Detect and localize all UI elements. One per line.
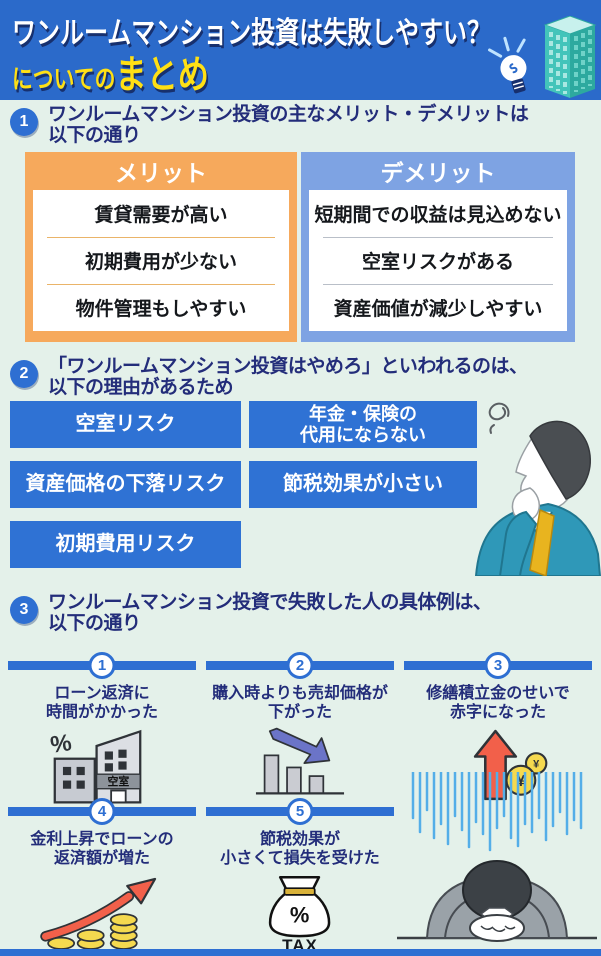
demerit-list: 短期間での収益は見込めない 空室リスクがある 資産価値が減少しやすい <box>309 190 567 331</box>
case-column-3: 3 修繕積立金のせいで 赤字になった ¥ ¥ <box>404 652 592 804</box>
demerit-item: 短期間での収益は見込めない <box>314 205 562 226</box>
case-4-caption-line2: 返済額が増た <box>53 850 150 867</box>
section-2-heading: 2 「ワンルームマンション投資はやめろ」といわれるのは、 以下の理由があるため <box>8 356 593 398</box>
case-2-caption-line2: 下がった <box>267 704 332 721</box>
case-1-caption-line1: ローン返済に <box>54 685 150 702</box>
case-2-caption-line1: 購入時よりも売却価格が <box>212 685 388 702</box>
yen-coin-small-label: ¥ <box>533 759 540 771</box>
bowing-man-illustration <box>397 860 597 942</box>
reason-box-asset-price-drop: 資産価格の下落リスク <box>10 461 241 508</box>
merit-panel: メリット 賃貸需要が高い 初期費用が少ない 物件管理もしやすい <box>25 152 297 342</box>
case-1-caption-line2: 時間がかかった <box>45 704 158 721</box>
case-3-caption-line2: 赤字になった <box>449 704 546 721</box>
merit-list: 賃貸需要が高い 初期費用が少ない 物件管理もしやすい <box>33 190 289 331</box>
gloom-lines-illustration <box>411 772 583 852</box>
section-3-heading-line1: ワンルームマンション投資で失敗した人の具体例は、 <box>48 592 492 613</box>
section-1-heading-line2: 以下の通り <box>48 125 141 146</box>
lightbulb-icon <box>488 36 527 94</box>
section-2-heading-line1: 「ワンルームマンション投資はやめろ」といわれるのは、 <box>48 356 528 377</box>
section-1-heading: 1 ワンルームマンション投資の主なメリット・デメリットは 以下の通り <box>8 104 593 146</box>
vacancy-sign-label: 空室 <box>107 774 129 788</box>
bottom-accent-bar <box>0 949 601 956</box>
demerit-item: 空室リスクがある <box>309 237 567 284</box>
case-column-2: 2 購入時よりも売却価格が 下がった <box>206 652 394 802</box>
reason-box-vacancy-risk: 空室リスク <box>10 401 241 448</box>
rising-cost-icon: ¥ ¥ <box>473 729 548 801</box>
page-title-line2-prefix: についての <box>12 64 116 94</box>
case-5-caption-line1: 節税効果が <box>259 831 340 848</box>
case-number-badge: 2 <box>286 652 314 679</box>
page-title-line1: ワンルームマンション投資は失敗しやすい？ <box>12 17 492 50</box>
section-1-number-badge: 1 <box>10 108 38 136</box>
thinking-person-illustration <box>474 402 601 576</box>
section-3-heading-line2: 以下の通り <box>48 613 141 634</box>
section-2-heading-line2: 以下の理由があるため <box>48 377 234 398</box>
section-1-heading-line1: ワンルームマンション投資の主なメリット・デメリットは <box>48 104 529 125</box>
merit-item: 初期費用が少ない <box>33 237 289 284</box>
case-column-5: 5 節税効果が 小さくて損失を受けた % TAX <box>206 798 394 956</box>
merit-panel-title: メリット <box>115 160 207 186</box>
merit-item: 物件管理もしやすい <box>33 284 289 331</box>
case-number-badge: 1 <box>88 652 116 679</box>
vacancy-building-icon: % 空室 <box>48 729 141 804</box>
demerit-panel: デメリット 短期間での収益は見込めない 空室リスクがある 資産価値が減少しやすい <box>301 152 575 342</box>
reason-box-initial-cost-risk: 初期費用リスク <box>10 521 241 568</box>
page-title: ワンルームマンション投資は失敗しやすい？ <box>12 8 601 52</box>
page-title-line2-emphasis: まとめ <box>115 54 209 97</box>
building-percent-label: % <box>48 730 72 759</box>
case-5-caption-line2: 小さくて損失を受けた <box>220 850 380 867</box>
yen-coin-large-label: ¥ <box>517 773 526 790</box>
page-title-line2: についてのまとめ <box>12 44 258 100</box>
building-icon <box>543 16 597 98</box>
demerit-panel-title: デメリット <box>380 160 496 186</box>
case-number-badge: 5 <box>286 798 314 825</box>
reason-box-small-tax-saving: 節税効果が小さい <box>249 461 477 508</box>
interest-rise-icon <box>40 877 157 950</box>
case-column-1: 1 ローン返済に 時間がかかった % 空室 <box>8 652 196 806</box>
section-3-number-badge: 3 <box>10 596 38 624</box>
section-3-heading: 3 ワンルームマンション投資で失敗した人の具体例は、 以下の通り <box>8 592 593 634</box>
tax-bag-icon: % <box>268 875 331 938</box>
case-number-badge: 4 <box>88 798 116 825</box>
declining-chart-icon <box>255 727 345 795</box>
case-4-caption-line1: 金利上昇でローンの <box>30 831 174 848</box>
case-3-caption-line1: 修繕積立金のせいで <box>426 685 570 702</box>
header-banner: ワンルームマンション投資は失敗しやすい？ についてのまとめ <box>0 0 601 100</box>
reason-box-pension-insurance: 年金・保険の 代用にならない <box>249 401 477 448</box>
tax-percent-label: % <box>290 903 309 928</box>
case-column-4: 4 金利上昇でローンの 返済額が増た <box>8 798 196 952</box>
case-number-badge: 3 <box>484 652 512 679</box>
demerit-item: 資産価値が減少しやすい <box>309 284 567 331</box>
section-2-number-badge: 2 <box>10 360 38 388</box>
merit-item: 賃貸需要が高い <box>94 205 228 226</box>
